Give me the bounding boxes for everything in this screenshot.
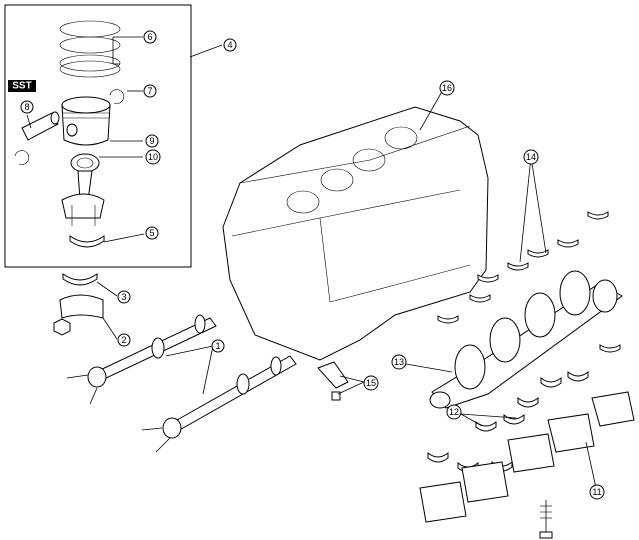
callout-12: 12 [446,404,462,420]
snap-ring-right [109,89,125,104]
callout-15: 15 [363,375,379,391]
sst-label: SST [12,81,31,92]
callout-16: 16 [439,80,455,96]
svg-text:1: 1 [215,341,220,351]
balance-shaft-upper [66,314,217,405]
svg-text:14: 14 [526,152,536,162]
main-bearing-cap-bolt [539,500,553,539]
sst-tag: SST [8,80,36,92]
svg-text:4: 4 [227,40,232,50]
svg-text:5: 5 [149,228,154,238]
svg-text:11: 11 [592,487,601,497]
svg-text:3: 3 [121,292,126,302]
callout-1: 1 [211,339,225,353]
balance-shaft-lower [141,355,297,453]
cap-nut [53,318,71,336]
callout-leaders [26,36,597,489]
svg-text:6: 6 [147,32,152,42]
upper-main-bearings [437,211,621,353]
callout-3: 3 [117,290,131,304]
callout-13: 13 [391,354,407,370]
callout-8: 8 [20,100,34,114]
svg-text:2: 2 [121,335,126,345]
connecting-rod [61,153,105,226]
callout-4: 4 [223,38,237,52]
callout-6: 6 [143,30,157,44]
svg-text:7: 7 [147,86,152,96]
svg-text:10: 10 [148,152,158,162]
svg-text:15: 15 [366,378,376,388]
svg-text:12: 12 [449,407,459,417]
piston-rings [59,20,121,78]
piston [61,96,111,146]
callout-2: 2 [117,333,131,347]
main-bearing-caps [419,391,635,523]
callout-9: 9 [145,134,159,148]
callout-11: 11 [589,484,605,500]
inset-bearing-shell [69,235,105,248]
cylinder-block [222,106,489,361]
svg-text:9: 9 [149,136,154,146]
crankshaft [429,270,623,409]
snap-ring-left [14,150,30,165]
connecting-rod-cap [59,294,104,319]
svg-text:16: 16 [442,83,452,93]
callout-5: 5 [145,226,159,240]
oil-jet [317,361,349,401]
callout-10: 10 [145,149,161,165]
piston-assembly-inset-frame [4,4,192,268]
svg-text:13: 13 [394,357,404,367]
callout-14: 14 [523,149,539,165]
bearing-shell-upper [62,273,98,286]
callout-7: 7 [143,84,157,98]
piston-pin [21,111,60,141]
svg-text:8: 8 [24,102,29,112]
